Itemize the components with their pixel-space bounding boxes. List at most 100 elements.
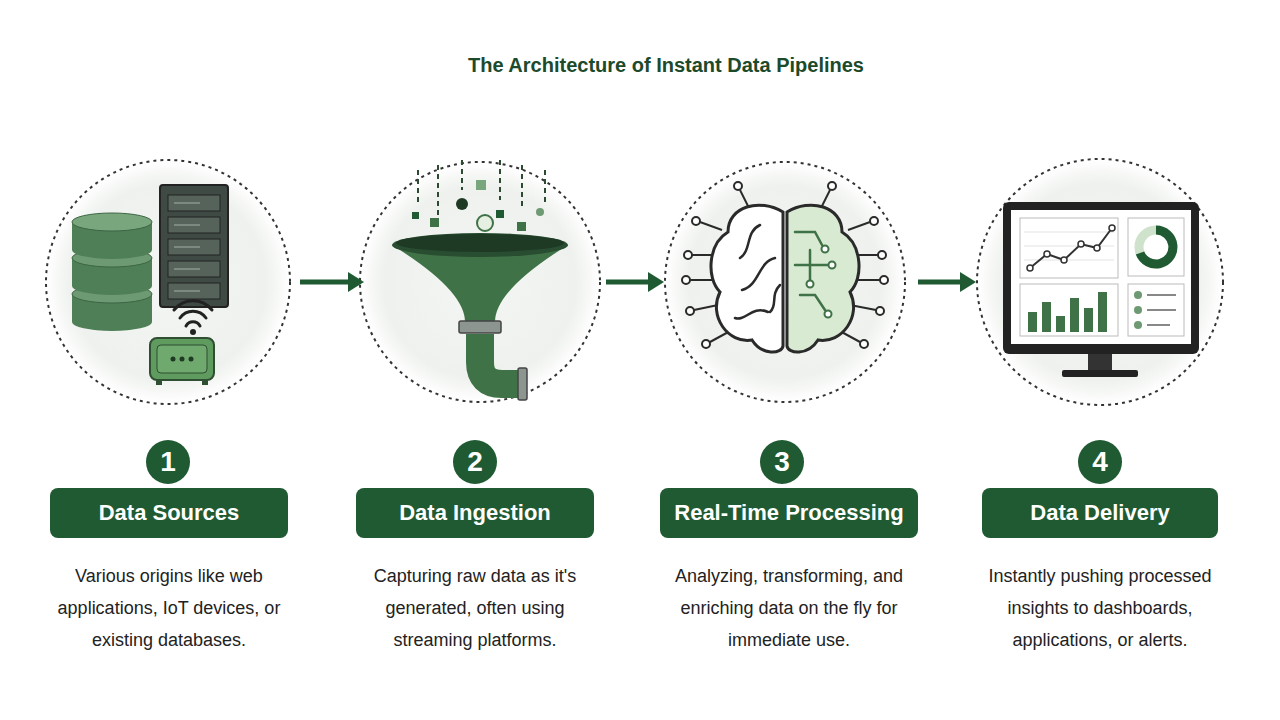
brain-icon-part-part	[702, 340, 710, 348]
dashboard-monitor-icon	[1003, 202, 1199, 377]
flow-arrows-part	[960, 272, 976, 292]
router-icon-part	[157, 345, 207, 373]
brain-icon-part-part	[682, 276, 690, 284]
brain-icon-part-part	[829, 262, 836, 269]
brain-icon	[682, 182, 888, 352]
badge-circle	[1078, 440, 1122, 484]
callout-number: 4	[1078, 440, 1122, 484]
brain-icon-part-part	[807, 281, 814, 288]
router-icon-part	[189, 357, 194, 362]
step-number-badge: 1	[146, 440, 190, 484]
stage-circles-part	[46, 160, 290, 404]
step-number-badge: 2	[453, 440, 497, 484]
stage-heading: Data Ingestion	[399, 500, 551, 526]
falling-data-bits-part	[412, 212, 419, 219]
stage-heading: Data Sources	[99, 500, 240, 526]
router-icon-part	[171, 357, 176, 362]
step-number-badge: 4	[1078, 440, 1122, 484]
brain-icon-part-part	[734, 182, 742, 190]
stage-description: Analyzing, transforming, and enriching d…	[664, 560, 914, 656]
brain-icon-part-part	[870, 217, 878, 225]
flow-arrows-part	[918, 280, 962, 285]
badge-circle	[760, 440, 804, 484]
dashboard-monitor-icon-part	[1139, 230, 1173, 264]
falling-data-bits-part	[476, 180, 486, 190]
flow-arrows-part	[348, 272, 364, 292]
brain-icon-part-part	[822, 246, 829, 253]
router-icon-part-part	[186, 322, 200, 326]
falling-data-bits	[412, 160, 545, 231]
funnel-icon	[392, 233, 568, 400]
funnel-icon-part	[459, 321, 501, 333]
server-rack-icon-part-part	[174, 268, 200, 270]
dashboard-monitor-icon-part-part	[1044, 251, 1050, 257]
falling-data-bits-part-part	[521, 165, 523, 210]
server-rack-icon-part-part	[174, 202, 200, 204]
falling-data-bits-part	[496, 210, 504, 218]
brain-icon-part-part	[742, 258, 775, 290]
brain-icon-part-part	[878, 251, 886, 259]
brain-icon-part-part	[700, 222, 722, 230]
brain-icon-part-part	[848, 222, 870, 230]
falling-data-bits-part	[517, 222, 526, 231]
stage-description: Instantly pushing processed insights to …	[970, 560, 1230, 656]
brain-icon-part-part	[825, 311, 832, 318]
database-icon-part	[72, 277, 152, 295]
falling-data-bits-part-part	[499, 160, 501, 200]
dashboard-monitor-icon-part-part	[1028, 312, 1037, 332]
dashboard-monitor-icon-part	[1030, 228, 1112, 268]
badge-circle	[146, 440, 190, 484]
dashboard-monitor-icon-part-part	[1147, 294, 1176, 296]
router-icon-part-part	[180, 311, 206, 318]
brain-icon-part-part	[692, 217, 700, 225]
dashboard-monitor-icon-part-part	[1070, 298, 1079, 332]
brain-icon-part-part	[690, 279, 714, 281]
dashboard-monitor-icon-part	[1134, 291, 1142, 329]
brain-icon-part-part	[880, 276, 888, 284]
stage-label-box: Data IngestionCapturing raw data as it's…	[356, 488, 594, 538]
router-icon	[150, 301, 214, 385]
falling-data-bits-part-part	[417, 170, 419, 205]
router-icon-part	[174, 301, 212, 326]
brain-icon-part	[787, 205, 859, 352]
server-rack-icon-part-part	[174, 290, 200, 292]
brain-icon-part	[795, 232, 828, 310]
dashboard-monitor-icon-part	[1128, 218, 1184, 276]
router-icon-part	[150, 338, 214, 380]
stage-label-box: Data SourcesVarious origins like web app…	[50, 488, 288, 538]
dashboard-monitor-icon-part-part	[1134, 321, 1142, 329]
callout-number: 2	[453, 440, 497, 484]
falling-data-bits-part	[456, 198, 468, 210]
router-icon-part	[190, 329, 196, 335]
database-icon-part	[72, 313, 152, 331]
falling-data-bits-part	[536, 208, 544, 216]
dashboard-monitor-icon-part-part	[1094, 245, 1100, 251]
router-icon-part	[202, 380, 208, 385]
dashboard-monitor-icon-part-part	[1042, 302, 1051, 332]
dashboard-monitor-icon-part-part	[1061, 257, 1067, 263]
brain-icon-part-part	[735, 310, 768, 318]
dashboard-monitor-icon-part-part	[1134, 306, 1142, 314]
falling-data-bits-part-part	[544, 170, 546, 205]
falling-data-bits-part	[418, 160, 545, 215]
flow-arrows	[300, 272, 976, 292]
callout-number: 1	[146, 440, 190, 484]
brain-icon-part-part	[684, 251, 692, 259]
database-icon	[72, 213, 152, 331]
server-rack-icon-part	[168, 217, 220, 233]
dashboard-monitor-icon-part	[1147, 295, 1176, 325]
falling-data-bits-part	[477, 215, 493, 231]
server-rack-icon-part	[174, 203, 200, 291]
funnel-icon-part	[518, 368, 527, 400]
stage-label-box: Data DeliveryInstantly pushing processed…	[982, 488, 1218, 538]
dashboard-monitor-icon-part-part	[1109, 225, 1115, 231]
stage-heading: Data Delivery	[1030, 500, 1169, 526]
funnel-icon-part	[480, 334, 520, 384]
dashboard-monitor-icon-part	[1020, 218, 1118, 278]
dashboard-monitor-icon-part-part	[1098, 292, 1107, 332]
brain-icon-part-part	[770, 285, 780, 312]
dashboard-monitor-icon-part-part	[1147, 324, 1170, 326]
stage-description: Various origins like web applications, I…	[44, 560, 294, 656]
router-icon-part-part	[174, 301, 212, 310]
